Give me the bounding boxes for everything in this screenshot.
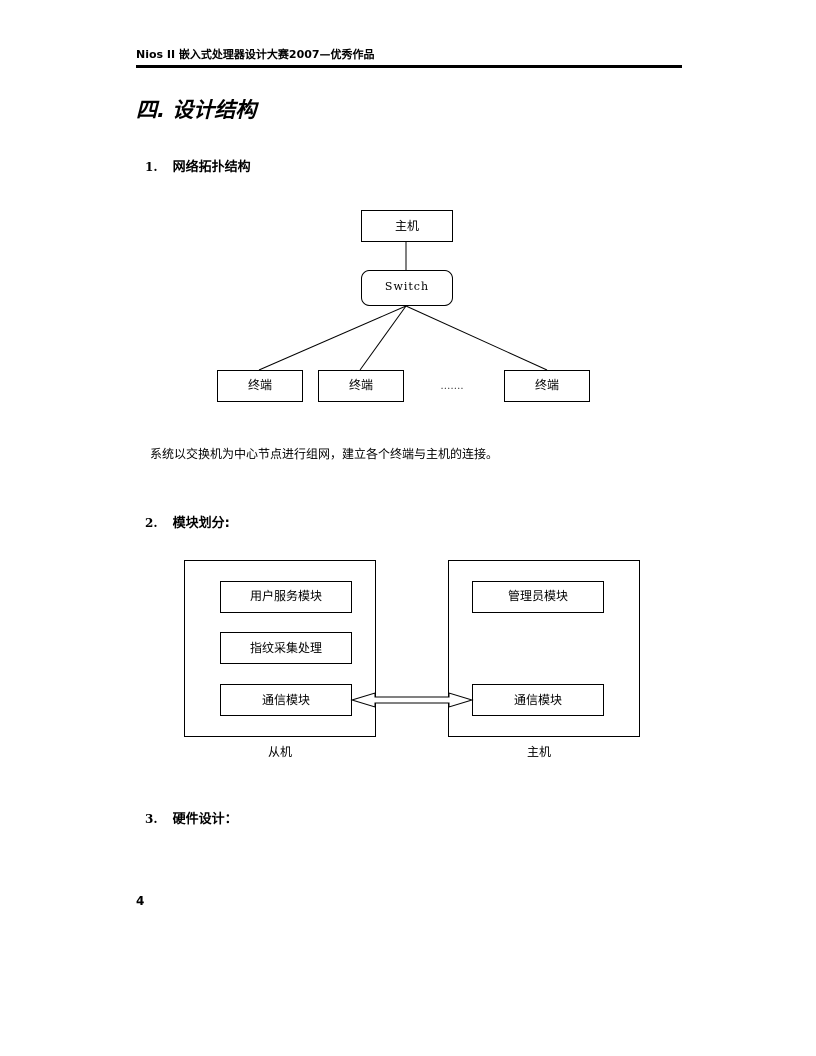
header-rule xyxy=(136,65,682,68)
topology-host-node: 主机 xyxy=(361,210,453,242)
module-label: 管理员模块 xyxy=(508,588,568,603)
topology-caption: 系统以交换机为中心节点进行组网，建立各个终端与主机的连接。 xyxy=(150,447,499,461)
slave-label: 从机 xyxy=(268,745,292,759)
running-header: Nios II 嵌入式处理器设计大赛2007—优秀作品 xyxy=(136,48,375,61)
subsection-3: 3. 硬件设计： xyxy=(145,808,238,828)
topology-terminal-node: 终端 xyxy=(217,370,303,402)
module-box: 用户服务模块 xyxy=(220,581,352,613)
module-diagram: 用户服务模块 指纹采集处理 通信模块 管理员模块 通信模块 从机 主机 xyxy=(184,560,640,759)
subsection-title: 网络拓扑结构 xyxy=(172,160,251,175)
topology-switch-label: Switch xyxy=(385,280,429,293)
topology-switch-node: Switch xyxy=(361,270,453,306)
terminal-ellipsis: ……. xyxy=(440,381,463,392)
section-title: 四. 设计结构 xyxy=(136,98,257,122)
topology-terminal-node: 终端 xyxy=(504,370,590,402)
subsection-number: 1. xyxy=(145,160,158,174)
subsection-2: 2. 模块划分: xyxy=(145,512,230,532)
module-box: 管理员模块 xyxy=(472,581,604,613)
module-label: 通信模块 xyxy=(514,693,562,707)
subsection-1: 1. 网络拓扑结构 xyxy=(145,156,251,176)
module-box: 通信模块 xyxy=(220,684,352,716)
switch-terminal-1-connector xyxy=(258,305,407,371)
page-number: 4 xyxy=(136,894,145,908)
topology-host-label: 主机 xyxy=(395,219,419,233)
module-label: 指纹采集处理 xyxy=(250,640,322,655)
topology-terminal-node: 终端 xyxy=(318,370,404,402)
module-box: 通信模块 xyxy=(472,684,604,716)
subsection-number: 3. xyxy=(145,812,158,826)
bidirectional-arrow-icon xyxy=(350,692,474,708)
terminal-label: 终端 xyxy=(248,377,272,392)
terminal-label: 终端 xyxy=(535,377,559,392)
subsection-number: 2. xyxy=(145,516,158,530)
module-box: 指纹采集处理 xyxy=(220,632,352,664)
terminal-label: 终端 xyxy=(349,377,373,392)
host-label: 主机 xyxy=(527,745,551,759)
module-label: 用户服务模块 xyxy=(250,588,322,603)
module-label: 通信模块 xyxy=(262,693,310,707)
switch-terminal-2-connector xyxy=(359,305,407,371)
subsection-title: 模块划分: xyxy=(172,516,230,531)
subsection-title: 硬件设计： xyxy=(172,812,238,827)
switch-terminal-3-connector xyxy=(405,305,548,371)
